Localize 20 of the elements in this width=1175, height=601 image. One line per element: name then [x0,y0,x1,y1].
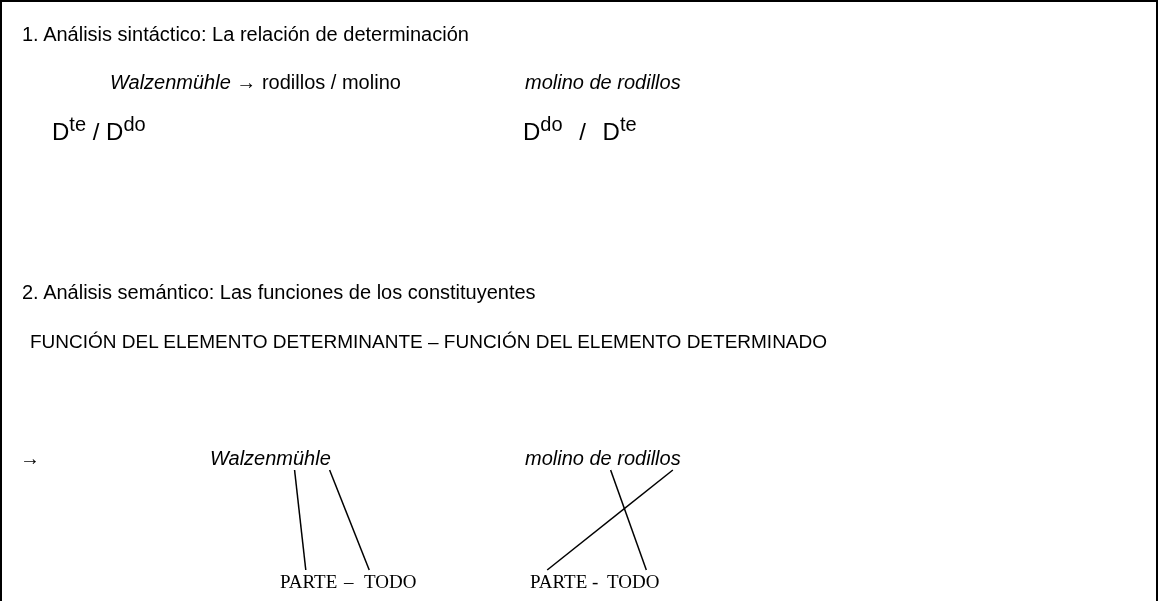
compound-word: Walzenmühle [210,446,331,470]
phrase-text: molino de rodillos [525,70,681,94]
determination-notation: D$^{do}$ / D$^{te}$ [523,112,637,144]
dash-text: – [344,570,354,594]
function-word: PARTE [530,570,588,594]
section-heading: 1. Análisis sintáctico: La relación de determinación [22,22,469,46]
arrow-symbol: → [20,446,40,470]
connecting-line [293,469,307,571]
connecting-line [328,469,370,571]
function-word: TODO [607,570,660,594]
function-word: PARTE [280,570,338,594]
function-relation-text: FUNCIÓN DEL ELEMENTO DETERMINANTE – FUNCIÓN DEL ELEMENTO DETERMINADO [30,330,828,354]
function-word: TODO [364,570,417,594]
dash-text: - [592,570,599,594]
connecting-line [546,469,674,571]
compound-analysis-text: Walzenmühle → rodillos / molino [110,70,401,94]
determination-notation: D$^{te}$ / D$^{do}$ [52,112,146,144]
phrase-word: molino de rodillos [525,446,681,470]
connecting-line [609,469,648,571]
section-heading: 2. Análisis semántico: Las funciones de los constituyentes [22,280,536,304]
